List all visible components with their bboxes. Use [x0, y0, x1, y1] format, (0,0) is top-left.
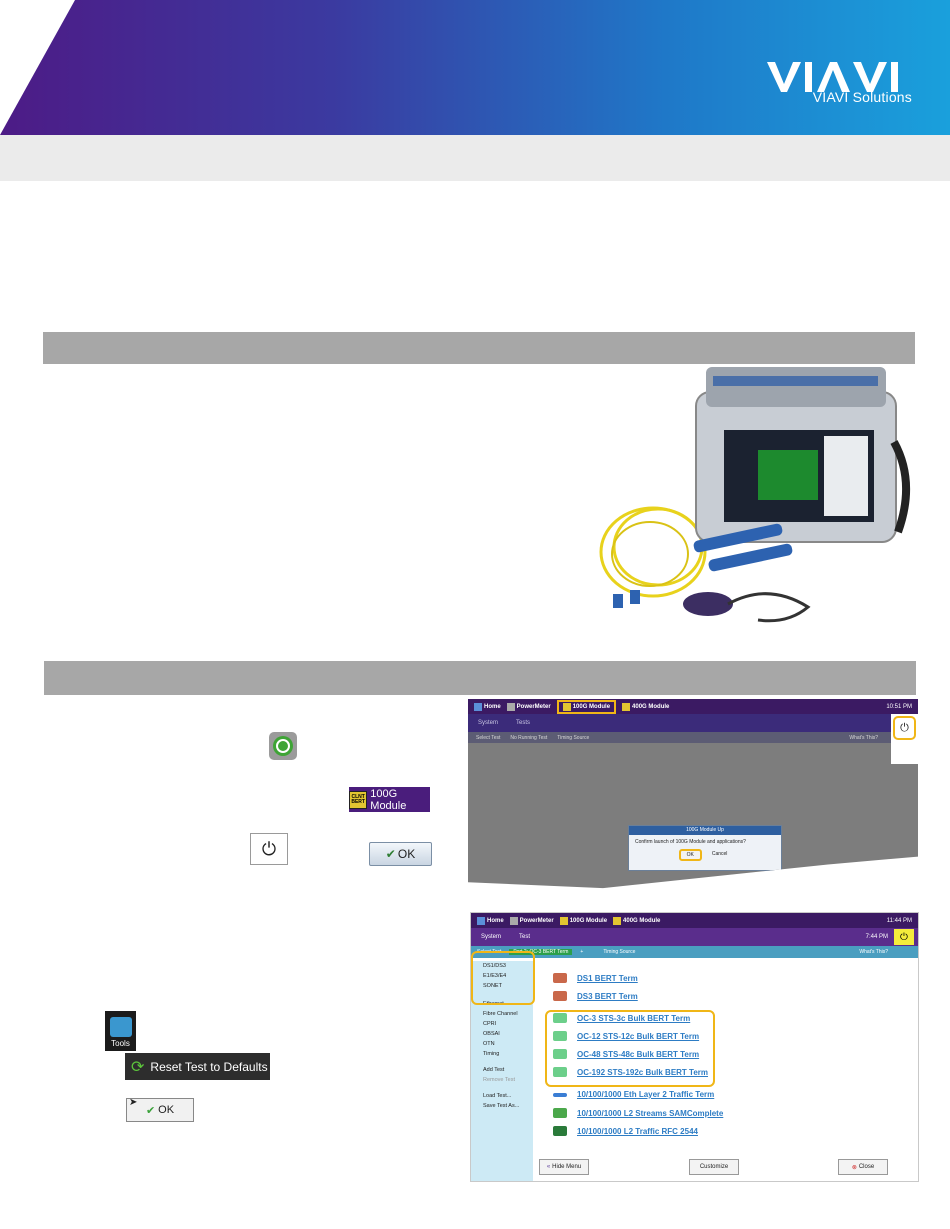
system-label[interactable]: System: [481, 934, 502, 940]
brand-subtitle: VIAVI Solutions: [812, 89, 912, 105]
close-button[interactable]: ⊗ Close: [838, 1159, 888, 1175]
dialog-cancel-button[interactable]: Cancel: [711, 851, 728, 857]
menu-item[interactable]: DS1/DS3: [483, 963, 506, 969]
confirm-dialog: 100G Module Up Confirm launch of 100G Mo…: [628, 825, 782, 871]
refresh-icon: ⟳: [131, 1058, 145, 1076]
test-label[interactable]: Test: [519, 934, 531, 940]
hide-menu-label: Hide Menu: [552, 1164, 582, 1170]
menu-item[interactable]: CPRI: [483, 1021, 497, 1027]
timing-source-tab[interactable]: Timing Source: [557, 734, 590, 741]
list-item[interactable]: OC-3 STS-3c Bulk BERT Term: [553, 1013, 690, 1023]
list-item[interactable]: 10/100/1000 L2 Streams SAMComplete: [553, 1108, 723, 1118]
close-label: Close: [858, 1164, 875, 1170]
add-tab-button[interactable]: +: [580, 949, 584, 955]
menu-item[interactable]: Fibre Channel: [483, 1011, 518, 1017]
tools-label: Tools: [111, 1039, 130, 1048]
ok-button[interactable]: ✔ OK: [126, 1098, 194, 1122]
clock-2: 7:44 PM: [865, 934, 888, 940]
clock: 11:44 PM: [886, 917, 912, 924]
tests-label[interactable]: Tests: [516, 720, 531, 726]
tab-home[interactable]: Home: [474, 702, 501, 711]
system-label[interactable]: System: [478, 720, 499, 726]
system-bar: System Tests: [468, 714, 918, 732]
test-selection-screenshot: Home PowerMeter 100G Module 400G Module …: [470, 912, 919, 1182]
list-item[interactable]: 10/100/1000 Eth Layer 2 Traffic Term: [553, 1090, 714, 1099]
highlight-box: [545, 1010, 715, 1087]
list-item[interactable]: OC-48 STS-48c Bulk BERT Term: [553, 1049, 699, 1059]
tab-powermeter[interactable]: PowerMeter: [506, 702, 551, 711]
reset-label: Reset Test to Defaults: [150, 1059, 268, 1074]
menu-item[interactable]: Load Test...: [483, 1093, 512, 1099]
menu-item[interactable]: OTN: [483, 1041, 495, 1047]
power-icon[interactable]: ⏻: [250, 833, 288, 865]
power-icon[interactable]: ⏻: [893, 716, 916, 740]
product-photo: [599, 367, 910, 623]
hide-menu-button[interactable]: « Hide Menu: [539, 1159, 589, 1175]
list-item[interactable]: OC-192 STS-192c Bulk BERT Term: [553, 1067, 708, 1077]
ok-label: OK: [397, 847, 416, 861]
module-launch-screenshot: Home PowerMeter 100G Module 400G Module …: [468, 699, 918, 889]
test-tabs: Select Test No Running Test Timing Sourc…: [468, 732, 918, 743]
menu-item[interactable]: OBSAI: [483, 1031, 500, 1037]
cleaning-tools: [613, 523, 793, 608]
module-badge-label: 100G Module: [370, 787, 407, 812]
inspection-probe: [683, 592, 811, 623]
menu-item[interactable]: Timing: [483, 1051, 500, 1057]
cursor-icon: ➤: [129, 1097, 138, 1108]
tools-button[interactable]: Tools: [105, 1011, 136, 1051]
select-test-tab[interactable]: Select Test: [476, 734, 501, 741]
test-tabs: Select Test Port 2: OC-3 BERT Term + Tim…: [471, 946, 918, 958]
test-menu: DS1/DS3 E1/E3/E4 SONET Ethernet Fibre Ch…: [471, 961, 533, 1181]
running-test-tab[interactable]: No Running Test: [510, 734, 548, 741]
dialog-message: Confirm launch of 100G Module and applic…: [635, 839, 746, 845]
top-tabbar: Home PowerMeter 100G Module 400G Module …: [468, 699, 918, 714]
whats-this-button[interactable]: What's This?: [849, 734, 878, 741]
power-icon[interactable]: ⏻: [894, 929, 914, 945]
section-header-bar: [44, 661, 916, 695]
customize-button[interactable]: Customize: [689, 1159, 739, 1175]
tab-100g-module[interactable]: 100G Module: [556, 699, 617, 714]
title-bar: [0, 135, 950, 181]
port-tab[interactable]: Port 2: OC-3 BERT Term: [509, 949, 573, 955]
menu-item[interactable]: Add Test: [483, 1067, 505, 1073]
checkmark-icon: ✔: [145, 1104, 156, 1117]
tab-home[interactable]: Home: [477, 916, 504, 925]
menu-item[interactable]: Remove Test: [483, 1077, 515, 1083]
dialog-title: 100G Module Up: [629, 826, 781, 835]
double-chevron-left-icon: «: [546, 1164, 551, 1170]
timing-source-tab[interactable]: Timing Source: [603, 949, 636, 955]
tab-400g-module[interactable]: 400G Module: [622, 702, 669, 711]
dialog-ok-button[interactable]: OK: [678, 849, 702, 861]
toolbox-icon: [109, 1017, 132, 1037]
checkmark-icon: ✔: [385, 847, 396, 861]
launch-icon[interactable]: [268, 731, 298, 761]
clock: 10:51 PM: [886, 703, 912, 710]
list-item[interactable]: DS1 BERT Term: [553, 973, 638, 983]
close-icon: ⊗: [851, 1164, 857, 1171]
list-item[interactable]: DS3 BERT Term: [553, 991, 638, 1001]
tab-400g-module[interactable]: 400G Module: [613, 916, 660, 925]
tab-powermeter[interactable]: PowerMeter: [509, 916, 554, 925]
fiber-cable: [599, 506, 707, 598]
viavi-logo: [767, 62, 898, 92]
menu-item[interactable]: Save Test As...: [483, 1103, 520, 1109]
system-bar: System Test 7:44 PM ⏻: [471, 928, 918, 946]
section-header-bar: [43, 332, 915, 364]
list-item[interactable]: OC-12 STS-12c Bulk BERT Term: [553, 1031, 699, 1041]
ok-label: OK: [158, 1104, 175, 1116]
reset-test-button[interactable]: ⟳ Reset Test to Defaults: [125, 1053, 270, 1080]
ok-button[interactable]: ✔ OK: [369, 842, 432, 866]
top-tabbar: Home PowerMeter 100G Module 400G Module …: [471, 913, 918, 928]
menu-item[interactable]: SONET: [483, 983, 502, 989]
tab-100g-module[interactable]: 100G Module: [559, 916, 607, 925]
test-instrument: [695, 367, 910, 543]
list-item[interactable]: 10/100/1000 L2 Traffic RFC 2544: [553, 1126, 698, 1136]
whats-this-button[interactable]: What's This?: [859, 949, 888, 955]
menu-item[interactable]: E1/E3/E4: [483, 973, 507, 979]
power-column: ⏻: [891, 714, 918, 764]
highlight-box: [471, 951, 535, 1005]
